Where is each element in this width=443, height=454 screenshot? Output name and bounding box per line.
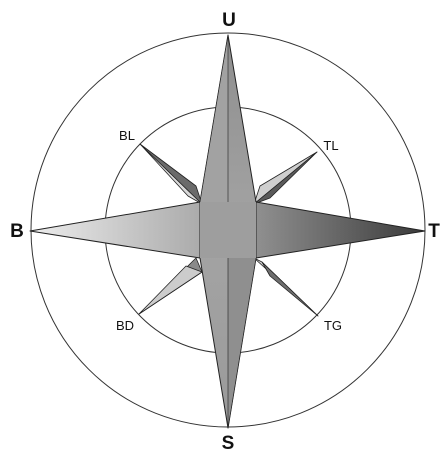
label-northwest: BL <box>119 128 135 143</box>
southeast-point-dark <box>262 262 318 316</box>
southwest-point-dark <box>139 266 202 314</box>
label-east: T <box>428 221 440 242</box>
label-southwest: BD <box>116 318 134 333</box>
main-star <box>30 35 425 428</box>
label-northeast: TL <box>323 138 338 153</box>
star-center <box>200 202 256 258</box>
label-southeast: TG <box>324 318 342 333</box>
northeast-point-dark <box>254 152 317 204</box>
label-west: B <box>10 221 24 242</box>
south-arm-right-facet <box>228 230 256 428</box>
north-arm-left-facet <box>200 35 228 230</box>
label-north: U <box>222 10 236 31</box>
northwest-point-dark <box>140 144 202 204</box>
label-south: S <box>222 433 235 454</box>
